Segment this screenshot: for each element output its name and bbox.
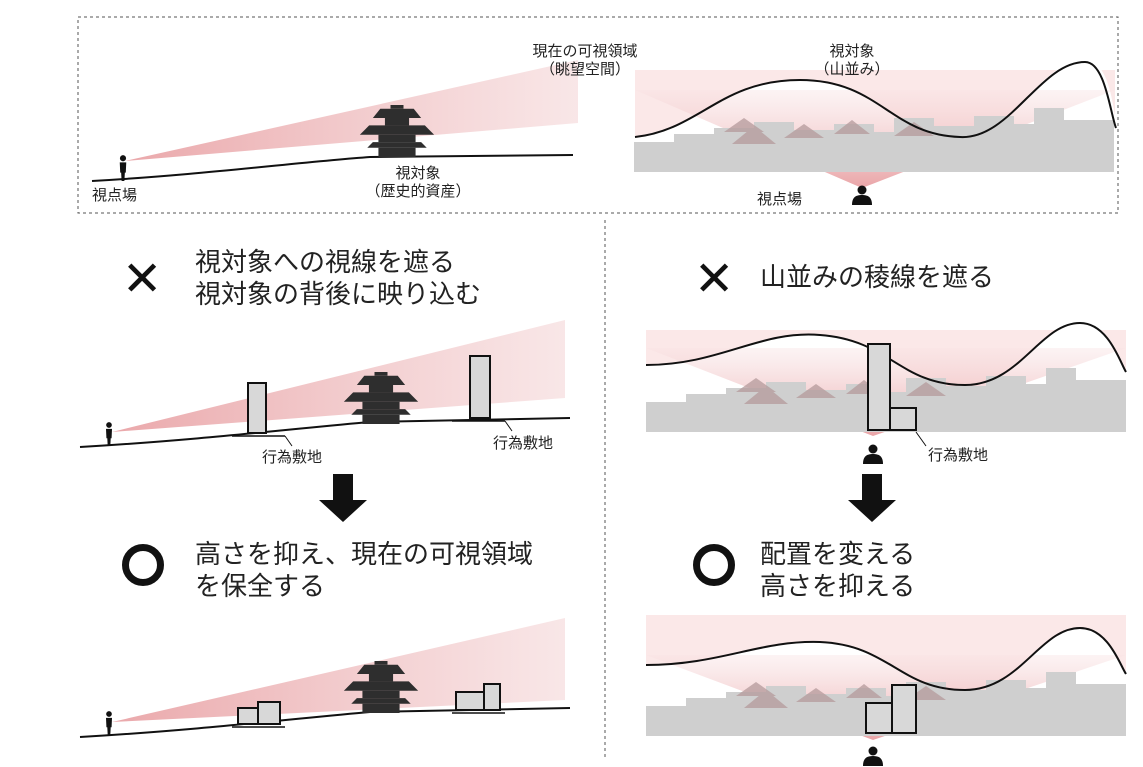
right-good-heading: 配置を変える 高さを抑える [760, 540, 916, 602]
viewpoint-label-left: 視点場 [92, 186, 138, 204]
circle-mark-right [693, 544, 735, 586]
down-arrow-right [848, 474, 896, 522]
right-good-scene [645, 615, 1127, 766]
current-view-label: 現在の可視領域 （眺望空間） [532, 42, 638, 78]
right-bad-heading: 山並みの稜線を遮る [760, 263, 995, 293]
heritage-target-label: 視対象 （歴史的資産） [365, 164, 471, 200]
left-good-scene [79, 618, 571, 738]
circle-mark-left [122, 544, 164, 586]
right-bad-scene [645, 321, 1127, 464]
top-right-scene [634, 60, 1117, 205]
down-arrow-left [319, 474, 367, 522]
site-label-left-2: 行為敷地 [493, 434, 554, 452]
x-mark-left: ✕ [122, 251, 163, 307]
site-label-left-1: 行為敷地 [262, 448, 323, 466]
person-icon [119, 155, 127, 181]
x-mark-right: ✕ [694, 251, 735, 307]
left-bad-heading: 視対象への視線を遮る 視対象の背後に映り込む [195, 248, 482, 310]
ground-line-top-left [91, 154, 574, 182]
site-label-right: 行為敷地 [928, 446, 989, 464]
view-cone-top-left [125, 60, 578, 161]
viewpoint-label-right: 視点場 [757, 190, 803, 208]
left-bad-scene [79, 320, 571, 448]
mountain-target-label: 視対象 （山並み） [814, 42, 890, 78]
left-good-heading: 高さを抑え、現在の可視領域 を保全する [195, 540, 534, 602]
